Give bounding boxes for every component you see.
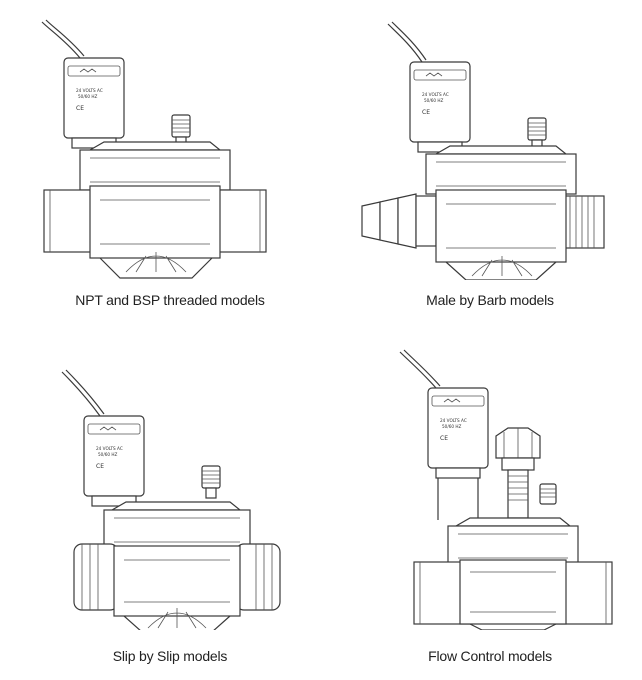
caption-npt: NPT and BSP threaded models (75, 292, 265, 308)
panel-npt-threaded: 24 VOLTS AC 50/60 HZ CE NPT and BSP thre… (20, 10, 320, 320)
valve-barb-illustration: 24 VOLTS AC 50/60 HZ CE (361, 21, 605, 280)
valve-flow-illustration: 24 VOLTS AC 50/60 HZ CE (399, 349, 613, 630)
caption-flow: Flow Control models (428, 648, 552, 664)
panel-male-barb: 24 VOLTS AC 50/60 HZ CE Male by Barb mod… (340, 10, 640, 320)
svg-text:50/60 HZ: 50/60 HZ (424, 98, 444, 103)
panel-slip-slip: 24 VOLTS AC 50/60 HZ CE Slip by Slip mod… (20, 360, 320, 670)
svg-text:24 VOLTS AC: 24 VOLTS AC (96, 446, 123, 451)
caption-barb: Male by Barb models (426, 292, 554, 308)
panel-flow-control: 24 VOLTS AC 50/60 HZ CE Flow Control mod… (340, 340, 640, 664)
svg-text:50/60 HZ: 50/60 HZ (78, 94, 98, 99)
svg-text:CE: CE (440, 435, 448, 442)
svg-text:CE: CE (76, 105, 84, 112)
svg-text:24 VOLTS AC: 24 VOLTS AC (76, 88, 103, 93)
valve-slip-illustration: 24 VOLTS AC 50/60 HZ CE (61, 369, 281, 630)
svg-text:24 VOLTS AC: 24 VOLTS AC (422, 92, 449, 97)
svg-text:CE: CE (96, 463, 104, 470)
svg-text:24 VOLTS AC: 24 VOLTS AC (440, 418, 467, 423)
caption-slip: Slip by Slip models (112, 648, 228, 664)
valve-npt-illustration: 24 VOLTS AC 50/60 HZ CE (41, 19, 267, 279)
svg-text:50/60 HZ: 50/60 HZ (442, 424, 462, 429)
svg-text:50/60 HZ: 50/60 HZ (98, 452, 118, 457)
svg-text:CE: CE (422, 109, 430, 116)
